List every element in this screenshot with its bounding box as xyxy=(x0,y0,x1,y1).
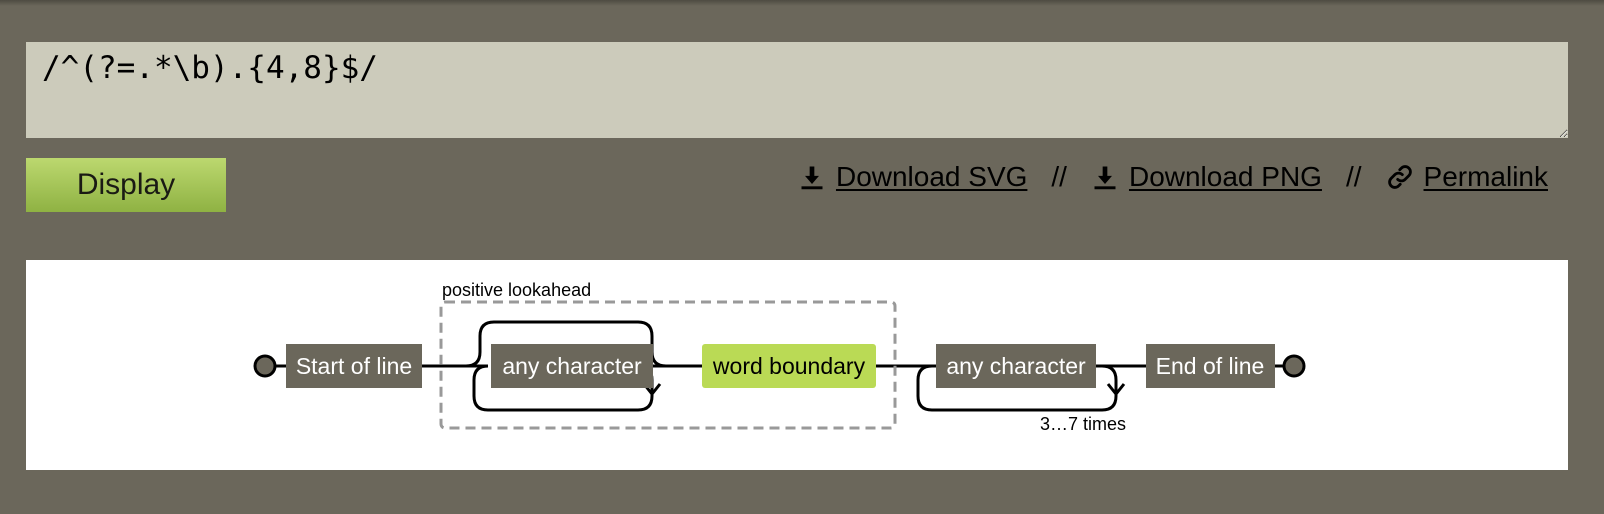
end-terminal xyxy=(1282,354,1306,378)
node-end-of-line-label: End of line xyxy=(1156,353,1265,379)
node-word-boundary xyxy=(702,344,876,388)
separator: // xyxy=(1345,161,1362,192)
loop-arrow xyxy=(1106,383,1126,397)
railroad-diagram: positive lookahead Start of line any cha… xyxy=(26,260,1568,470)
lookahead-label: positive lookahead xyxy=(442,280,591,300)
regex-input[interactable] xyxy=(26,42,1568,138)
start-terminal xyxy=(253,354,277,378)
node-any-character xyxy=(936,344,1096,388)
permalink-label: Permalink xyxy=(1423,161,1548,192)
repeat-label: 3…7 times xyxy=(1040,414,1126,434)
node-start-of-line-label: Start of line xyxy=(296,353,412,379)
download-icon xyxy=(1094,166,1116,190)
node-end-of-line xyxy=(1146,344,1275,388)
node-start-of-line xyxy=(286,344,422,388)
download-png-label: Download PNG xyxy=(1128,161,1322,192)
diagram-svg: positive lookahead Start of line any cha… xyxy=(253,280,1306,434)
display-button[interactable]: Display xyxy=(26,158,226,212)
separator: // xyxy=(1051,161,1067,192)
node-any-character-label: any character xyxy=(946,353,1086,379)
permalink-link[interactable]: Permalink xyxy=(1386,161,1548,193)
download-svg-label: Download SVG xyxy=(835,161,1028,192)
node-any-character-label: any character xyxy=(502,353,642,379)
node-word-boundary-label: word boundary xyxy=(712,353,866,379)
download-icon xyxy=(801,166,823,190)
link-icon xyxy=(1387,165,1412,189)
download-png-link[interactable]: Download PNG xyxy=(1091,161,1322,193)
download-svg-link[interactable]: Download SVG xyxy=(798,161,1027,193)
top-shadow xyxy=(0,0,1604,6)
node-any-character xyxy=(491,344,653,388)
export-links: Download SVG // Download PNG // Permalin… xyxy=(798,152,1548,202)
loop-path xyxy=(916,364,1118,412)
